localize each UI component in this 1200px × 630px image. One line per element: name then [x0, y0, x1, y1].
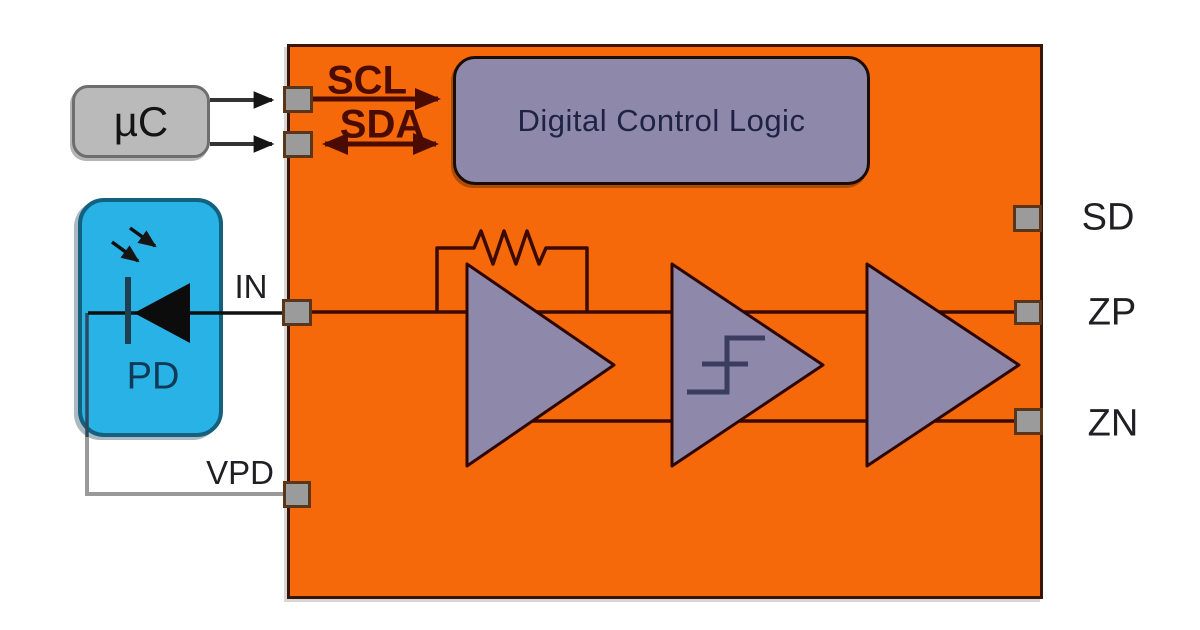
pin-in	[282, 299, 312, 326]
feedback-resistor-icon	[435, 229, 589, 312]
photodiode-label: PD	[126, 355, 180, 398]
pin-sd	[1013, 205, 1042, 232]
sda-label: SDA	[339, 102, 425, 147]
zn-label: ZN	[1087, 402, 1139, 445]
vpd-wire	[85, 437, 283, 496]
photodiode-icon	[134, 283, 190, 343]
mcu-box: µC	[72, 85, 210, 158]
amplifier-3-icon	[865, 262, 1021, 468]
pin-scl	[283, 86, 313, 113]
pin-zn	[1014, 408, 1043, 435]
mcu-arrows	[210, 91, 275, 153]
scl-label: SCL	[327, 58, 407, 103]
mcu-label: µC	[113, 97, 169, 145]
pin-vpd	[283, 481, 311, 508]
digital-control-logic-box: Digital Control Logic	[453, 56, 870, 185]
zp-label: ZP	[1087, 291, 1137, 334]
pin-zp	[1014, 300, 1042, 325]
vpd-label: VPD	[206, 454, 274, 491]
digital-control-logic-label: Digital Control Logic	[517, 102, 806, 138]
light-arrows-icon	[110, 226, 157, 263]
pin-sda	[283, 131, 313, 158]
in-label: IN	[234, 268, 268, 305]
amplifier-1-icon	[465, 262, 616, 468]
sd-label: SD	[1081, 196, 1135, 239]
hysteresis-icon	[687, 335, 765, 395]
